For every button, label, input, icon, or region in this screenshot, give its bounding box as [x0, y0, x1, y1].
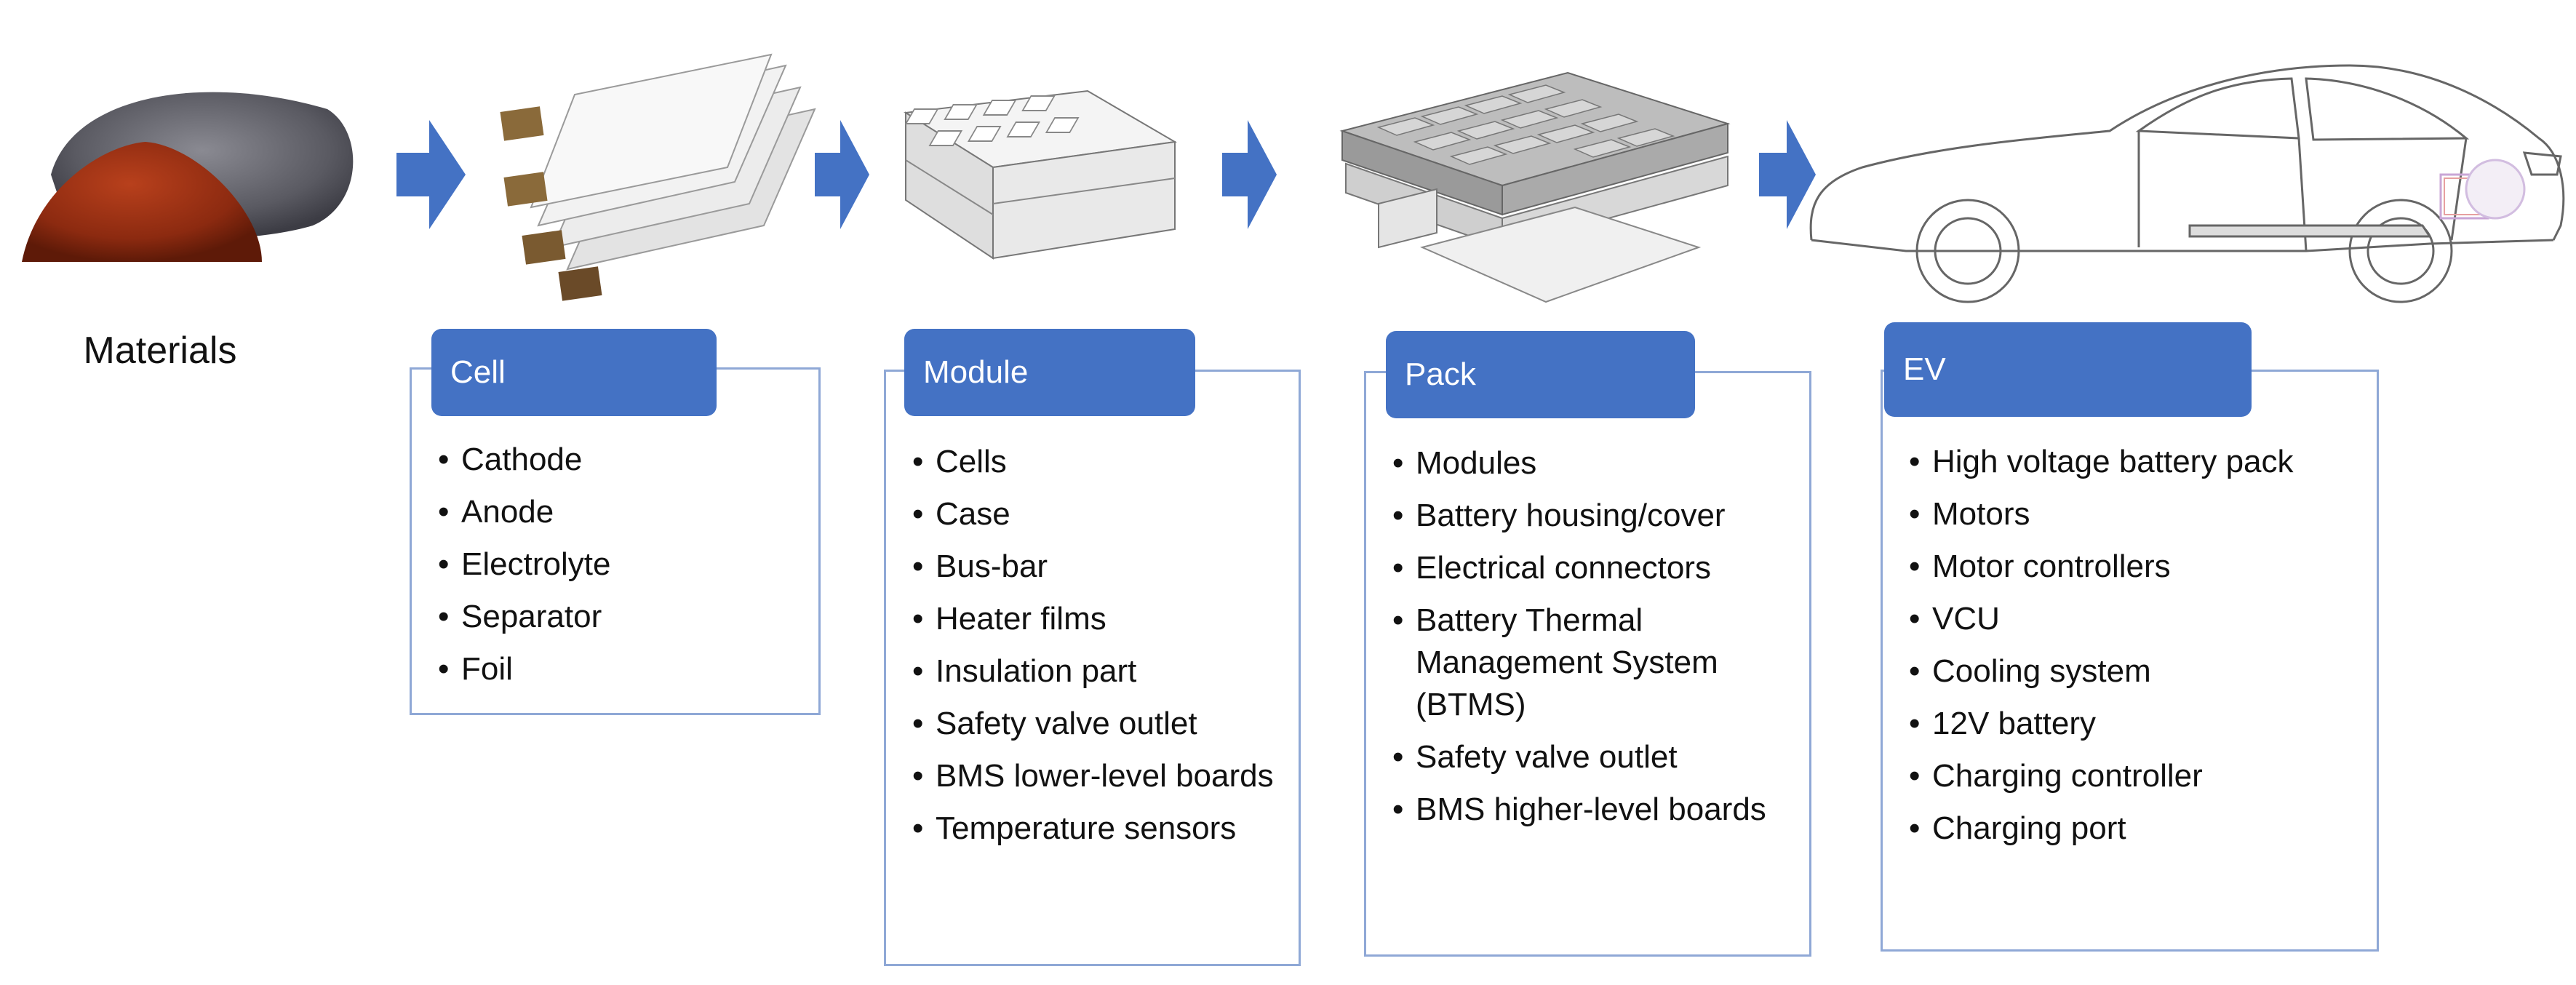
ev-item: Charging controller: [1909, 755, 2362, 797]
module-item: Insulation part: [912, 650, 1284, 693]
cell-item: Electrolyte: [438, 543, 804, 586]
ev-item: VCU: [1909, 598, 2362, 640]
module-item: Cells: [912, 441, 1284, 483]
module-item: Bus-bar: [912, 546, 1284, 588]
pack-item: Modules: [1392, 442, 1795, 484]
ev-item: 12V battery: [1909, 703, 2362, 745]
ev-box: High voltage battery pack Motors Motor c…: [1881, 370, 2379, 952]
ev-item: Motor controllers: [1909, 546, 2362, 588]
module-item: Temperature sensors: [912, 807, 1284, 850]
module-item: Safety valve outlet: [912, 703, 1284, 745]
materials-powder-image: [22, 92, 354, 262]
pack-item: Battery Thermal Management System (BTMS): [1392, 599, 1795, 726]
pack-title: Pack: [1386, 331, 1695, 418]
pack-box: Modules Battery housing/cover Electrical…: [1364, 371, 1811, 957]
cell-item: Cathode: [438, 439, 804, 481]
module-item: Case: [912, 493, 1284, 535]
ev-item-list: High voltage battery pack Motors Motor c…: [1909, 441, 2362, 860]
pack-item: Electrical connectors: [1392, 547, 1795, 589]
module-title: Module: [904, 329, 1195, 416]
pack-item: Battery housing/cover: [1392, 495, 1795, 537]
ev-item: Charging port: [1909, 807, 2362, 850]
cell-item: Separator: [438, 596, 804, 638]
ev-item: High voltage battery pack: [1909, 441, 2362, 483]
pack-item: Safety valve outlet: [1392, 736, 1795, 778]
cell-item-list: Cathode Anode Electrolyte Separator Foil: [438, 439, 804, 701]
arrow-right-icon: [815, 120, 869, 229]
module-item: Heater films: [912, 598, 1284, 640]
arrow-right-icon: [1759, 120, 1816, 229]
materials-label: Materials: [83, 330, 237, 372]
pack-item-list: Modules Battery housing/cover Electrical…: [1392, 442, 1795, 841]
cell-pouch-image: [500, 53, 816, 301]
ev-title: EV: [1884, 322, 2252, 417]
module-image: [904, 89, 1177, 260]
pack-item: BMS higher-level boards: [1392, 789, 1795, 831]
pack-image: [1339, 71, 1731, 303]
cell-item: Foil: [438, 648, 804, 690]
cell-box: Cathode Anode Electrolyte Separator Foil: [410, 367, 821, 715]
cell-title: Cell: [431, 329, 717, 416]
arrow-right-icon: [396, 120, 466, 229]
module-box: Cells Case Bus-bar Heater films Insulati…: [884, 370, 1301, 966]
arrow-right-icon: [1222, 120, 1277, 229]
module-item: BMS lower-level boards: [912, 755, 1284, 797]
cell-item: Anode: [438, 491, 804, 533]
ev-item: Motors: [1909, 493, 2362, 535]
ev-car-image: [1809, 64, 2565, 303]
ev-item: Cooling system: [1909, 650, 2362, 693]
module-item-list: Cells Case Bus-bar Heater films Insulati…: [912, 441, 1284, 860]
